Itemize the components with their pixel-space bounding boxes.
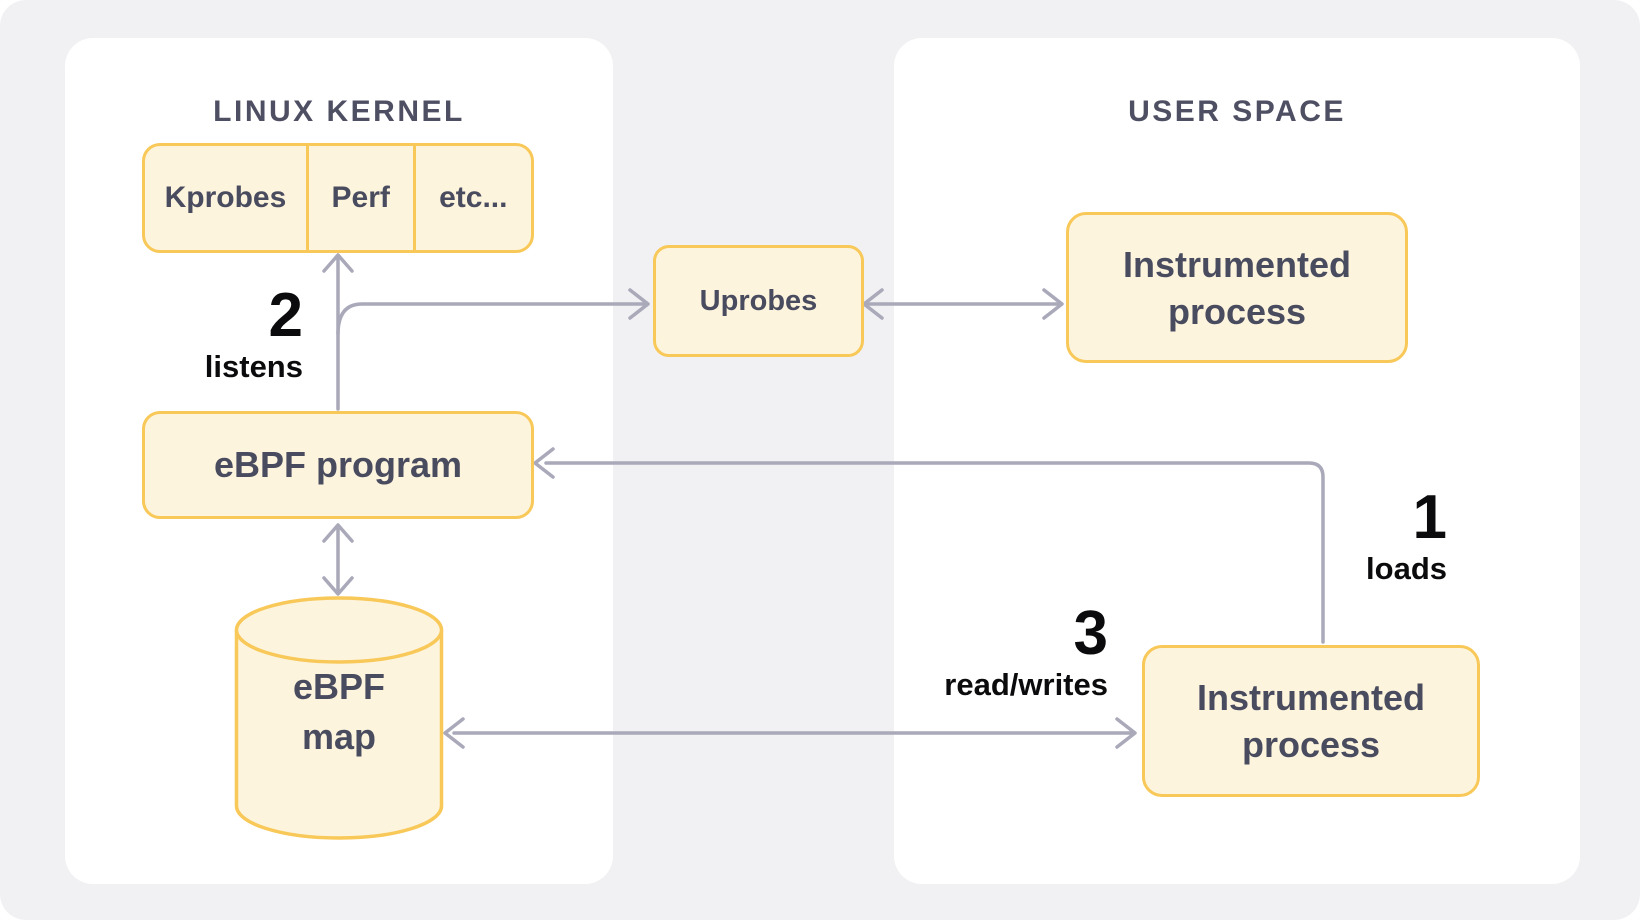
kernel-probes-row: Kprobes Perf etc... [142,143,534,253]
linux-kernel-title: LINUX KERNEL [213,95,465,128]
user-space-title: USER SPACE [1128,95,1346,128]
ebpf-map-node: eBPF map [292,666,386,757]
step-2-word: listens [204,349,303,384]
step-3-number: 3 [1073,599,1108,668]
kprobes-node: Kprobes [145,146,306,250]
ebpf-program-node: eBPF program [142,411,534,519]
step-label-loads: 1 loads [1247,486,1447,588]
uprobes-label: Uprobes [699,284,818,317]
instrumented-process-bottom-label: Instrumented process [1196,677,1426,765]
step-label-listens: 2 listens [103,284,303,386]
step-1-word: loads [1366,551,1447,586]
instrumented-process-top-label: Instrumented process [1122,243,1352,332]
perf-label: Perf [331,181,390,214]
perf-node: Perf [305,146,413,250]
step-label-read-writes: 3 read/writes [908,602,1108,704]
kprobes-label: Kprobes [164,181,287,214]
step-2-number: 2 [268,281,303,350]
etc-node: etc... [412,146,531,250]
step-1-number: 1 [1412,483,1447,552]
step-3-word: read/writes [944,667,1108,702]
etc-label: etc... [439,181,508,214]
ebpf-program-label: eBPF program [213,444,463,485]
uprobes-node: Uprobes [653,245,864,357]
ebpf-map-cylinder-icon [234,596,444,840]
instrumented-process-top-node: Instrumented process [1066,212,1408,363]
instrumented-process-bottom-node: Instrumented process [1142,645,1480,797]
